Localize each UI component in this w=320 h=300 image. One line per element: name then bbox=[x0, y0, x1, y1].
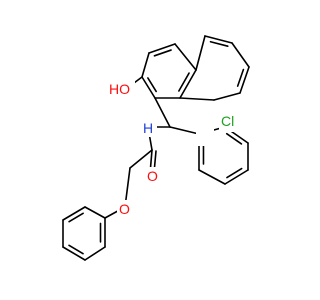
bond bbox=[174, 43, 197, 71]
bond bbox=[62, 246, 86, 261]
bond bbox=[213, 92, 241, 101]
bond bbox=[195, 35, 206, 71]
bond bbox=[204, 35, 233, 44]
bond bbox=[62, 206, 86, 221]
amide-hydrogen-label: H bbox=[143, 120, 153, 136]
double-bond bbox=[209, 40, 229, 47]
bond bbox=[84, 246, 106, 261]
bond bbox=[154, 97, 171, 128]
bond bbox=[169, 126, 200, 135]
structure-canvas: HO H N Cl O O O bbox=[62, 35, 250, 261]
double-bond bbox=[68, 244, 84, 255]
molecule-drawing: HO H N Cl O O O bbox=[62, 35, 250, 261]
double-bond bbox=[236, 68, 245, 87]
bond bbox=[141, 52, 150, 78]
bond bbox=[179, 97, 215, 101]
ether-oxygen-label: O bbox=[119, 201, 130, 217]
bond bbox=[231, 42, 250, 68]
carbonyl-oxygen-label: O bbox=[147, 168, 158, 184]
bond bbox=[148, 43, 176, 54]
double-bond bbox=[68, 212, 84, 223]
bond bbox=[129, 149, 153, 169]
chlorine-label: Cl bbox=[221, 113, 234, 129]
double-bond bbox=[226, 167, 243, 179]
double-bond bbox=[147, 77, 157, 93]
double-bond bbox=[225, 132, 243, 145]
double-bond bbox=[178, 72, 190, 92]
hydroxyl-label: HO bbox=[109, 81, 130, 97]
double-bond bbox=[153, 49, 172, 57]
bond bbox=[198, 169, 226, 185]
bond bbox=[179, 69, 197, 99]
bond bbox=[141, 76, 156, 99]
bond bbox=[84, 206, 106, 219]
bond bbox=[224, 169, 249, 185]
bond bbox=[239, 66, 250, 94]
